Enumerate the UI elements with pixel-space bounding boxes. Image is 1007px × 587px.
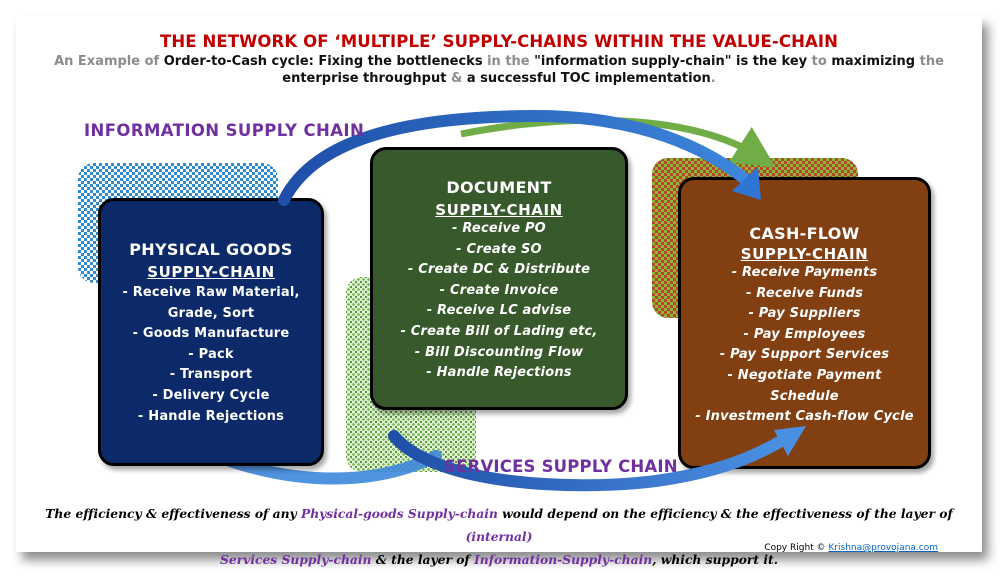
subtitle: An Example of Order-to-Cash cycle: Fixin…: [26, 53, 972, 87]
list-item: - Receive PO: [452, 221, 546, 236]
footer-note: The efficiency & effectiveness of any Ph…: [36, 502, 962, 571]
subtitle-part: .: [710, 71, 716, 86]
list-item: - Negotiate Payment: [727, 367, 882, 383]
subtitle-part: a successful TOC implementation: [462, 71, 711, 86]
subtitle-part: "information supply-chain": [534, 54, 732, 69]
copyright: Copy Right © Krishna@provojana.com: [764, 543, 938, 553]
document-heading: DOCUMENT: [446, 178, 552, 197]
list-item: - Handle Rejections: [137, 408, 285, 424]
copyright-text: Copy Right ©: [764, 543, 829, 553]
flow-arrows-front: [278, 109, 806, 492]
list-item: - Pack: [188, 346, 234, 362]
list-item: - Goods Manufacture: [132, 326, 290, 342]
list-item: Grade, Sort: [167, 305, 255, 321]
physical-goods-box: PHYSICAL GOODS SUPPLY-CHAIN - Receive Ra…: [98, 198, 324, 466]
document-list: - Receive PO - Create SO - Create DC & D…: [373, 219, 625, 384]
document-box: DOCUMENT SUPPLY-CHAIN - Receive PO - Cre…: [370, 147, 628, 410]
physical-heading: PHYSICAL GOODS: [129, 240, 293, 259]
physical-list: - Receive Raw Material, Grade, Sort - Go…: [101, 283, 321, 427]
subtitle-part: in the: [487, 54, 535, 69]
footer-part: would depend on the efficiency & the eff…: [497, 506, 953, 521]
subtitle-part: maximizing: [826, 54, 920, 69]
information-supply-chain-label: INFORMATION SUPPLY CHAIN: [84, 121, 365, 140]
footer-part: (internal): [465, 529, 533, 544]
list-item: - Receive LC advise: [426, 303, 572, 319]
page-title: THE NETWORK OF ‘MULTIPLE’ SUPPLY-CHAINS …: [160, 32, 838, 51]
footer-part: Services Supply-chain: [220, 552, 372, 567]
list-item: - Pay Suppliers: [748, 306, 861, 322]
list-item: Schedule: [770, 388, 839, 404]
list-item: - Create Invoice: [439, 282, 559, 298]
footer-part: & the layer of: [371, 552, 474, 567]
subtitle-part: is the key: [731, 54, 812, 69]
subtitle-part: enterprise throughput: [282, 71, 451, 86]
subtitle-part: An Example of: [54, 54, 164, 69]
services-arrowhead: [774, 426, 806, 456]
cash-list: - Receive Payments - Receive Funds - Pay…: [681, 263, 928, 428]
slide: THE NETWORK OF ‘MULTIPLE’ SUPPLY-CHAINS …: [16, 16, 982, 567]
footer-part: , which support it.: [652, 552, 778, 567]
list-item: - Pay Support Services: [719, 347, 890, 363]
list-item: - Transport: [169, 367, 253, 383]
list-item: - Create Bill of Lading etc,: [400, 323, 598, 339]
list-item: - Bill Discounting Flow: [414, 344, 584, 360]
list-item: - Receive Payments: [731, 265, 878, 280]
list-item: - Receive Funds: [745, 285, 864, 301]
list-item: - Receive Raw Material,: [122, 285, 300, 300]
subtitle-part: to: [811, 54, 827, 69]
services-flow-arrow-right: [388, 430, 787, 492]
list-item: - Pay Employees: [743, 326, 866, 342]
copyright-email-link[interactable]: Krishna@provojana.com: [828, 543, 938, 553]
information-flow-arrow: [278, 109, 757, 206]
list-item: - Create SO: [456, 241, 542, 257]
footer-part: The efficiency & effectiveness of any: [45, 506, 301, 521]
subtitle-part: &: [450, 71, 463, 86]
services-supply-chain-label: SERVICES SUPPLY CHAIN: [444, 457, 678, 476]
cash-heading: CASH-FLOW: [749, 224, 860, 243]
list-item: - Delivery Cycle: [152, 387, 270, 403]
list-item: - Investment Cash-flow Cycle: [695, 409, 914, 425]
cash-flow-box: CASH-FLOW SUPPLY-CHAIN - Receive Payment…: [678, 177, 931, 469]
footer-part: Physical-goods Supply-chain: [300, 506, 498, 521]
cash-subheading: SUPPLY-CHAIN: [740, 245, 869, 263]
subtitle-part: the: [919, 54, 944, 69]
subtitle-part: Order-to-Cash cycle: Fixing the bottlene…: [163, 54, 488, 69]
information-arrowhead: [732, 167, 761, 200]
physical-subheading: SUPPLY-CHAIN: [147, 263, 275, 281]
list-item: - Create DC & Distribute: [407, 262, 591, 278]
document-subheading: SUPPLY-CHAIN: [435, 201, 563, 219]
footer-part: Information-Supply-chain: [474, 552, 653, 567]
list-item: - Handle Rejections: [426, 365, 572, 381]
